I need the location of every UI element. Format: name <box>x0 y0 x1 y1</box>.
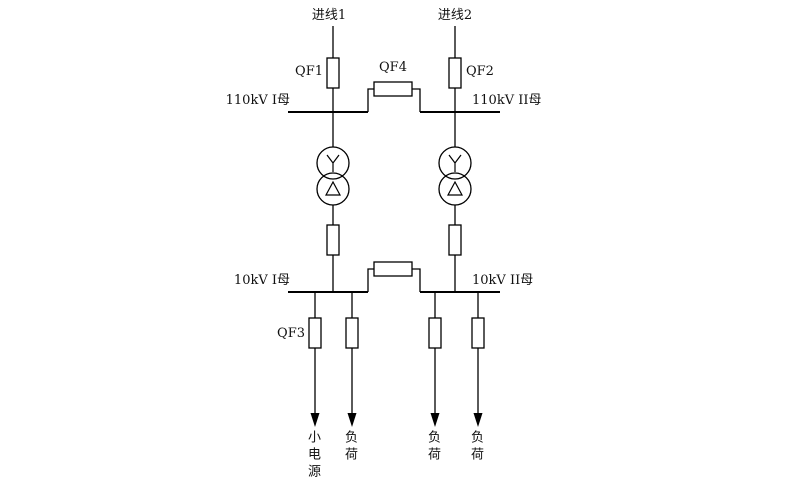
label-feeder-3-load: 负荷 <box>425 430 440 464</box>
label-breaker-qf1: QF1 <box>295 64 323 79</box>
breaker-qf4-bus-tie <box>373 81 413 97</box>
label-feeder-1-small-source: 小电源 <box>305 430 320 481</box>
transformer-1-hv-winding <box>316 146 350 180</box>
label-breaker-qf2: QF2 <box>466 64 494 79</box>
label-breaker-qf4: QF4 <box>379 60 407 75</box>
transformer-1 <box>316 146 350 206</box>
label-bus-110kv-1: 110kV I母 <box>225 93 290 108</box>
label-bus-10kv-2: 10kV II母 <box>472 273 534 288</box>
breaker-qf3-feeder-1 <box>308 317 322 349</box>
breaker-lv-bus-tie <box>373 261 413 277</box>
label-bus-10kv-1: 10kV I母 <box>233 273 290 288</box>
breaker-feeder-2 <box>345 317 359 349</box>
breaker-feeder-4 <box>471 317 485 349</box>
breaker-qf2 <box>448 57 462 89</box>
label-feeder-2-load: 负荷 <box>342 430 357 464</box>
delta-symbol <box>324 180 342 196</box>
feeder-1-arrow-icon <box>310 413 320 427</box>
wye-symbol <box>326 154 340 172</box>
label-incoming-line-2: 进线2 <box>437 8 473 23</box>
feeder-3-arrow-icon <box>430 413 440 427</box>
label-incoming-line-1: 进线1 <box>311 8 347 23</box>
transformer-2-hv-winding <box>438 146 472 180</box>
breaker-transformer-2-lv <box>448 224 462 256</box>
label-breaker-qf3: QF3 <box>277 326 305 341</box>
feeder-4-arrow-icon <box>473 413 483 427</box>
transformer-2-lv-winding <box>438 172 472 206</box>
transformer-2 <box>438 146 472 206</box>
delta-symbol <box>446 180 464 196</box>
wye-symbol <box>448 154 462 172</box>
breaker-transformer-1-lv <box>326 224 340 256</box>
feeder-2-arrow-icon <box>347 413 357 427</box>
label-feeder-4-load: 负荷 <box>468 430 483 464</box>
label-bus-110kv-2: 110kV II母 <box>472 93 542 108</box>
breaker-qf1 <box>326 57 340 89</box>
transformer-1-lv-winding <box>316 172 350 206</box>
breaker-feeder-3 <box>428 317 442 349</box>
